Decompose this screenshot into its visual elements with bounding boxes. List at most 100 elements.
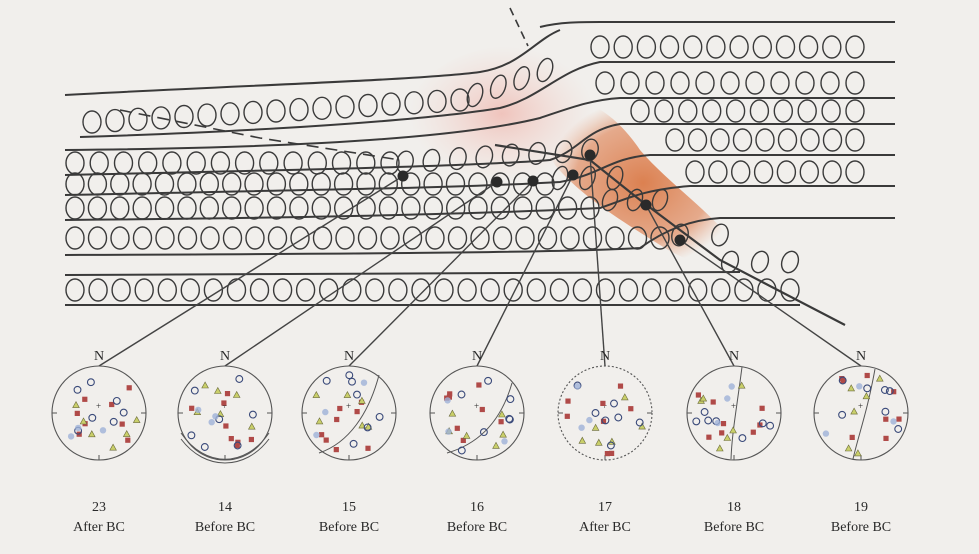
net-number: 15 (342, 500, 356, 515)
oolite-circle (646, 72, 664, 94)
oolite-circle (527, 279, 545, 301)
circle-marker (767, 422, 774, 429)
stereonet-primitive (430, 366, 524, 460)
center-cross: + (474, 401, 479, 411)
square-marker (223, 423, 228, 428)
oolite-circle (458, 279, 476, 301)
square-marker (719, 430, 724, 435)
oolite-circle (561, 227, 579, 249)
oolite-circle (268, 197, 286, 219)
oolite-circle (846, 161, 864, 183)
fault-zone-shading (409, 46, 740, 266)
oolite-circle (66, 152, 84, 174)
oolite-circle (297, 279, 315, 301)
square-marker (221, 400, 226, 405)
oolite-circle (798, 100, 816, 122)
oolite-circle (846, 129, 864, 151)
oolite-circle (158, 279, 176, 301)
oolite-circle (801, 129, 819, 151)
square-marker (355, 409, 360, 414)
oolite-circle (357, 173, 375, 195)
triangle-marker (500, 431, 507, 437)
oolite-circle (379, 173, 397, 195)
oolite-circle (66, 173, 84, 195)
oolite-circle (336, 227, 354, 249)
square-marker (249, 437, 254, 442)
triangle-marker (73, 402, 80, 408)
square-marker (324, 438, 329, 443)
layer-boundary (65, 186, 895, 220)
square-marker (618, 384, 623, 389)
triangle-marker (845, 445, 852, 451)
oolite-circle (290, 197, 308, 219)
oolite-circle (846, 72, 864, 94)
oolite-circle (771, 72, 789, 94)
triangle-marker (249, 423, 256, 429)
oolite-circle (621, 72, 639, 94)
oolite-circle (156, 227, 174, 249)
oolite-circle (106, 110, 124, 132)
triangle-marker (202, 382, 209, 388)
net-caption: Before BC (195, 520, 255, 535)
oolite-circle (823, 36, 841, 58)
square-marker (565, 399, 570, 404)
oolite-circle (89, 279, 107, 301)
circle-marker (376, 414, 383, 421)
triangle-marker (463, 432, 470, 438)
oolite-circle (290, 173, 308, 195)
square-marker (189, 406, 194, 411)
oolite-circle (494, 227, 512, 249)
oolite-circle (274, 279, 292, 301)
circle-marker (349, 378, 356, 385)
circle-marker (236, 376, 243, 383)
triangle-marker (313, 392, 320, 398)
net-number: 18 (727, 500, 741, 515)
oolite-circle (846, 100, 864, 122)
oolite-circle (89, 227, 107, 249)
north-label: N (729, 349, 739, 364)
center-cross: + (96, 401, 101, 411)
oolite-circle (824, 129, 842, 151)
blue-marker (890, 418, 896, 424)
oolite-circle (606, 227, 624, 249)
blue-marker (195, 407, 201, 413)
circle-marker (201, 444, 208, 451)
oolite-circle (671, 72, 689, 94)
square-marker (365, 446, 370, 451)
oolite-circle (707, 36, 725, 58)
oolite-circle (750, 100, 768, 122)
oolite-circle (735, 279, 753, 301)
square-marker (75, 411, 80, 416)
circle-marker (693, 418, 700, 425)
oolite-circle (359, 95, 377, 117)
oolite-circle (343, 279, 361, 301)
square-marker (565, 414, 570, 419)
oolite-circle (753, 36, 771, 58)
triangle-marker (855, 450, 862, 456)
oolite-circle (200, 197, 218, 219)
oolite-circle (514, 197, 532, 219)
sample-point (568, 170, 579, 181)
oolite-circle (83, 111, 101, 133)
blue-marker (856, 383, 862, 389)
oolite-circle (389, 279, 407, 301)
oolite-circle (139, 152, 157, 174)
square-marker (721, 421, 726, 426)
oolite-circle (711, 129, 729, 151)
circle-marker (636, 419, 643, 426)
fault-dashed-top (510, 8, 528, 46)
circle-marker (346, 372, 353, 379)
sample-point (641, 200, 652, 211)
oolite-circle (696, 72, 714, 94)
oolite-circle (721, 72, 739, 94)
layer-boundary (65, 272, 740, 275)
blue-marker (823, 430, 829, 436)
sample-tie-lines (99, 150, 861, 367)
north-label: N (94, 349, 104, 364)
oolite-circle (469, 197, 487, 219)
circle-marker (507, 396, 514, 403)
oolite-circle (426, 227, 444, 249)
oolite-circle (412, 279, 430, 301)
